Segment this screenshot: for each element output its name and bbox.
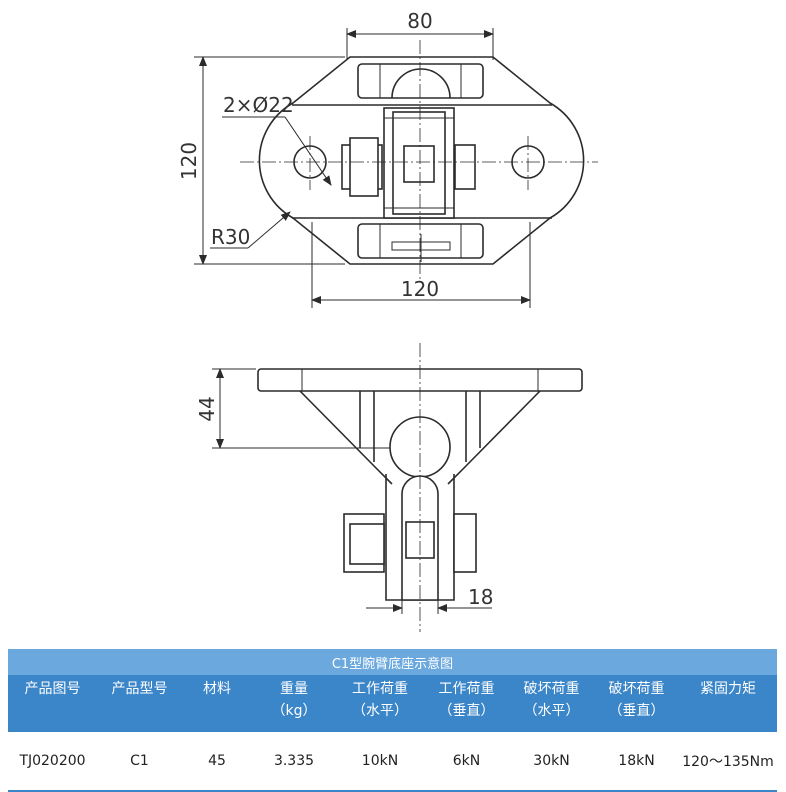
dim-left-height: 120 (177, 142, 201, 180)
dim-radius: R30 (211, 225, 250, 249)
cell-weight: 3.335 (252, 732, 336, 792)
header-work-load-v: 工作荷重（垂直） (424, 675, 509, 732)
technical-drawing: 80 120 2×Ø22 R30 120 (177, 9, 598, 632)
cell-work-load-h: 10kN (336, 732, 424, 792)
header-drawing-no: 产品图号 (8, 675, 97, 732)
table-row: TJ020200 C1 45 3.335 10kN 6kN 30kN 18kN … (8, 732, 777, 792)
table-caption: C1型腕臂底座示意图 (8, 649, 777, 675)
header-torque: 紧固力矩 (679, 675, 777, 732)
header-model: 产品型号 (97, 675, 182, 732)
header-break-load-h: 破坏荷重（水平） (509, 675, 594, 732)
cell-break-load-v: 18kN (594, 732, 679, 792)
dim-side-width: 18 (468, 585, 493, 609)
header-material: 材料 (182, 675, 252, 732)
cell-drawing-no: TJ020200 (8, 732, 97, 792)
side-view: 44 18 (195, 343, 583, 632)
cell-break-load-h: 30kN (509, 732, 594, 792)
header-weight: 重量（kg） (252, 675, 336, 732)
base-plate-outline (258, 56, 585, 265)
header-work-load-h: 工作荷重（水平） (336, 675, 424, 732)
top-view: 80 120 2×Ø22 R30 120 (177, 9, 598, 308)
cell-torque: 120～135Nm (679, 732, 777, 792)
table-header-row: 产品图号 产品型号 材料 重量（kg） 工作荷重（水平） 工作荷重（垂直） 破坏… (8, 675, 777, 732)
cell-work-load-v: 6kN (424, 732, 509, 792)
dim-hole-spec: 2×Ø22 (223, 93, 294, 117)
spec-table: C1型腕臂底座示意图 产品图号 产品型号 材料 重量（kg） 工作荷重（水平） … (8, 649, 777, 792)
cell-model: C1 (97, 732, 182, 792)
header-break-load-v: 破坏荷重（垂直） (594, 675, 679, 732)
dim-top-width: 80 (407, 9, 432, 33)
dim-side-height: 44 (195, 396, 219, 421)
dim-bottom-width: 120 (401, 277, 439, 301)
cell-material: 45 (182, 732, 252, 792)
